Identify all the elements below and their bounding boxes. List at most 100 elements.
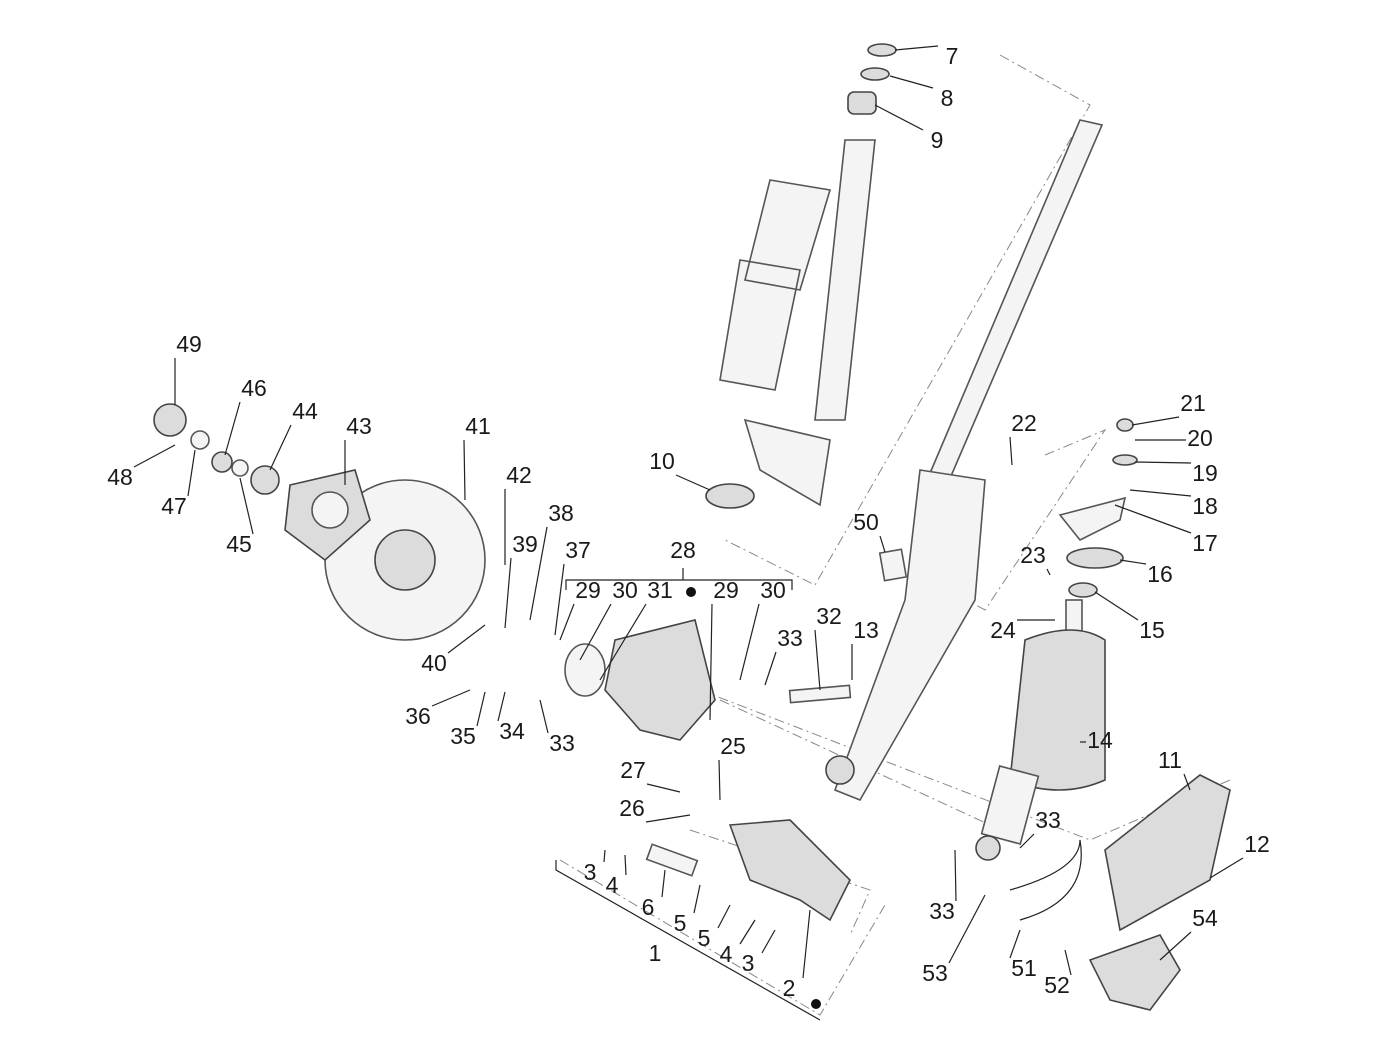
callout-41: 41 [465, 413, 491, 439]
callout-4: 4 [720, 941, 733, 967]
callout-21: 21 [1180, 390, 1206, 416]
callout-50: 50 [853, 509, 879, 535]
leader-line [1183, 773, 1191, 791]
leader-line [954, 849, 957, 902]
callout-5: 5 [698, 925, 711, 951]
leader-line [1046, 568, 1051, 576]
callout-54: 54 [1192, 905, 1218, 931]
callout-38: 38 [548, 500, 574, 526]
callout-12: 12 [1244, 831, 1270, 857]
leader-line [187, 449, 196, 497]
callout-5: 5 [674, 910, 687, 936]
callout-44: 44 [292, 398, 318, 424]
leader-line [661, 869, 666, 898]
kit-bracket [555, 568, 821, 1021]
callout-10: 10 [649, 448, 675, 474]
callout-47: 47 [161, 493, 187, 519]
leader-line [761, 929, 776, 954]
callout-36: 36 [405, 703, 431, 729]
steering-head-tube [814, 139, 876, 421]
leader-line [463, 439, 466, 501]
leader-line [1064, 949, 1072, 976]
bracket-17 [1058, 496, 1127, 542]
leader-line [739, 919, 756, 945]
leader-line [133, 444, 176, 468]
seal-31 [564, 643, 606, 697]
nut-49 [153, 403, 187, 437]
ring-47 [190, 430, 210, 450]
leader-line [504, 557, 512, 629]
leader-line [224, 401, 241, 456]
leader-line [1131, 416, 1180, 426]
leader-line [1094, 591, 1139, 621]
shock-body [980, 765, 1040, 845]
callout-33: 33 [549, 730, 575, 756]
callout-29: 29 [575, 577, 601, 603]
callout-17: 17 [1192, 530, 1218, 556]
leader-line [814, 629, 821, 691]
leader-line [874, 104, 924, 131]
callout-37: 37 [565, 537, 591, 563]
callout-53: 53 [922, 960, 948, 986]
top-washer-7 [867, 43, 897, 57]
shock-eye [975, 835, 1001, 861]
wheel-swing-arm-2 [728, 819, 851, 922]
leader-line [646, 783, 681, 793]
leader-line [764, 651, 777, 686]
leader-line [948, 894, 986, 964]
callout-29: 29 [713, 577, 739, 603]
leader-line [1209, 857, 1244, 879]
steering-bracket [719, 179, 832, 391]
callout-11: 11 [1158, 747, 1182, 773]
leader-lines [133, 45, 1244, 979]
leader-line [879, 535, 886, 553]
leader-line [269, 424, 292, 471]
callout-27: 27 [620, 757, 646, 783]
callout-34: 34 [499, 718, 525, 744]
leader-line [1134, 461, 1192, 464]
callout-33: 33 [777, 625, 803, 651]
leader-line [645, 814, 691, 823]
callout-51: 51 [1011, 955, 1037, 981]
cap-16 [1066, 547, 1124, 569]
callout-49: 49 [176, 331, 202, 357]
callout-3: 3 [584, 859, 597, 885]
bearing-9 [847, 91, 877, 115]
callout-28: 28 [670, 537, 696, 563]
spacer-50 [878, 548, 908, 582]
leader-line [239, 477, 254, 535]
leader-line [624, 854, 627, 876]
leader-line [718, 759, 721, 801]
leader-line [447, 624, 486, 654]
callout-7: 7 [946, 43, 959, 69]
callout-30: 30 [612, 577, 638, 603]
callout-45: 45 [226, 531, 252, 557]
ring-45 [231, 459, 249, 477]
callout-46: 46 [241, 375, 267, 401]
callout-3: 3 [742, 950, 755, 976]
leader-line [603, 849, 606, 863]
callout-31: 31 [647, 577, 673, 603]
leader-line [539, 699, 549, 734]
cable [1009, 839, 1082, 921]
brake-caliper [604, 619, 716, 741]
leader-line [889, 75, 934, 89]
callout-26: 26 [619, 795, 645, 821]
leader-line [559, 603, 575, 641]
leader-line [497, 691, 506, 722]
callout-43: 43 [346, 413, 372, 439]
leader-line [1159, 931, 1192, 961]
leader-line [599, 603, 647, 681]
washer-8 [860, 67, 890, 81]
callout-6: 6 [642, 894, 655, 920]
callout-52: 52 [1044, 972, 1070, 998]
washer-15 [1068, 582, 1098, 598]
disc-center [374, 529, 436, 591]
callout-14: 14 [1087, 727, 1113, 753]
leader-line [739, 603, 760, 681]
kit-marker-dot [686, 587, 696, 597]
callout-48: 48 [107, 464, 133, 490]
leader-line [675, 474, 711, 491]
leader-line [1119, 559, 1147, 565]
